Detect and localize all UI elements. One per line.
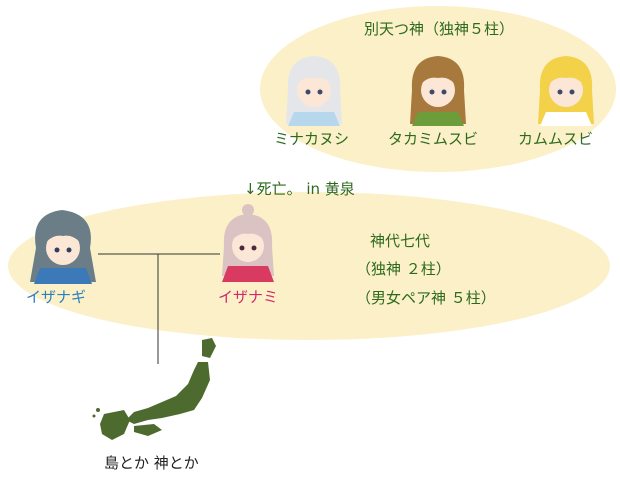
takamimusubi-label: タカミムスビ (388, 130, 479, 148)
kamiyo-line-2: （男女ペア神 ５柱） (356, 289, 496, 307)
death-note: ↓死亡。 in 黄泉 (244, 180, 355, 198)
takamimusubi-figure (410, 56, 466, 126)
minakanushi-label: ミナカヌシ (274, 130, 350, 148)
minakanushi-figure (286, 56, 342, 126)
upper-group-heading: 別天つ神（独神５柱） (364, 20, 515, 38)
kamimusubi-figure (538, 56, 594, 126)
kamimusubi-label: カムムスビ (518, 130, 594, 148)
offspring-label: 島とか 神とか (104, 454, 199, 472)
izanami-figure (222, 204, 274, 282)
kamiyo-line-1: （独神 ２柱） (356, 260, 451, 278)
izanagi-figure (30, 210, 96, 284)
izanami-label: イザナミ (218, 288, 279, 306)
lower-group-ellipse (8, 192, 610, 340)
kamiyo-title: 神代七代 (370, 232, 431, 250)
japan-map-icon (92, 338, 216, 440)
izanagi-label: イザナギ (26, 288, 87, 306)
